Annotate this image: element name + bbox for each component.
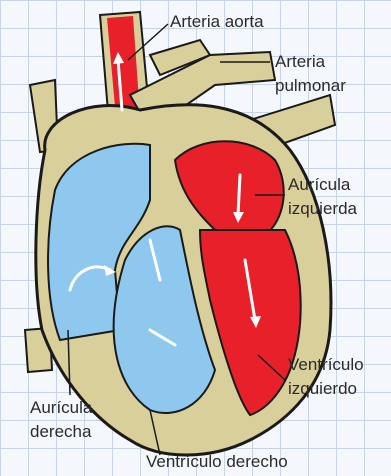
label-arteria-pulmonar-line1: Arteria — [275, 52, 325, 72]
label-auricula-izquierda-line2: izquierda — [288, 199, 357, 219]
label-ventriculo-izquierdo-line1: Ventrículo — [288, 355, 364, 375]
label-auricula-derecha-line2: derecha — [30, 422, 91, 442]
label-ventriculo-derecho: Ventrículo derecho — [146, 452, 288, 472]
label-ventriculo-izquierdo-line2: izquierdo — [288, 379, 357, 399]
label-auricula-izquierda-line1: Aurícula — [288, 175, 350, 195]
label-arteria-pulmonar-line2: pulmonar — [275, 76, 346, 96]
label-arteria-aorta: Arteria aorta — [170, 12, 264, 32]
flow-arrow-left-atrium — [238, 175, 240, 215]
label-auricula-derecha-line1: Aurícula — [30, 398, 92, 418]
